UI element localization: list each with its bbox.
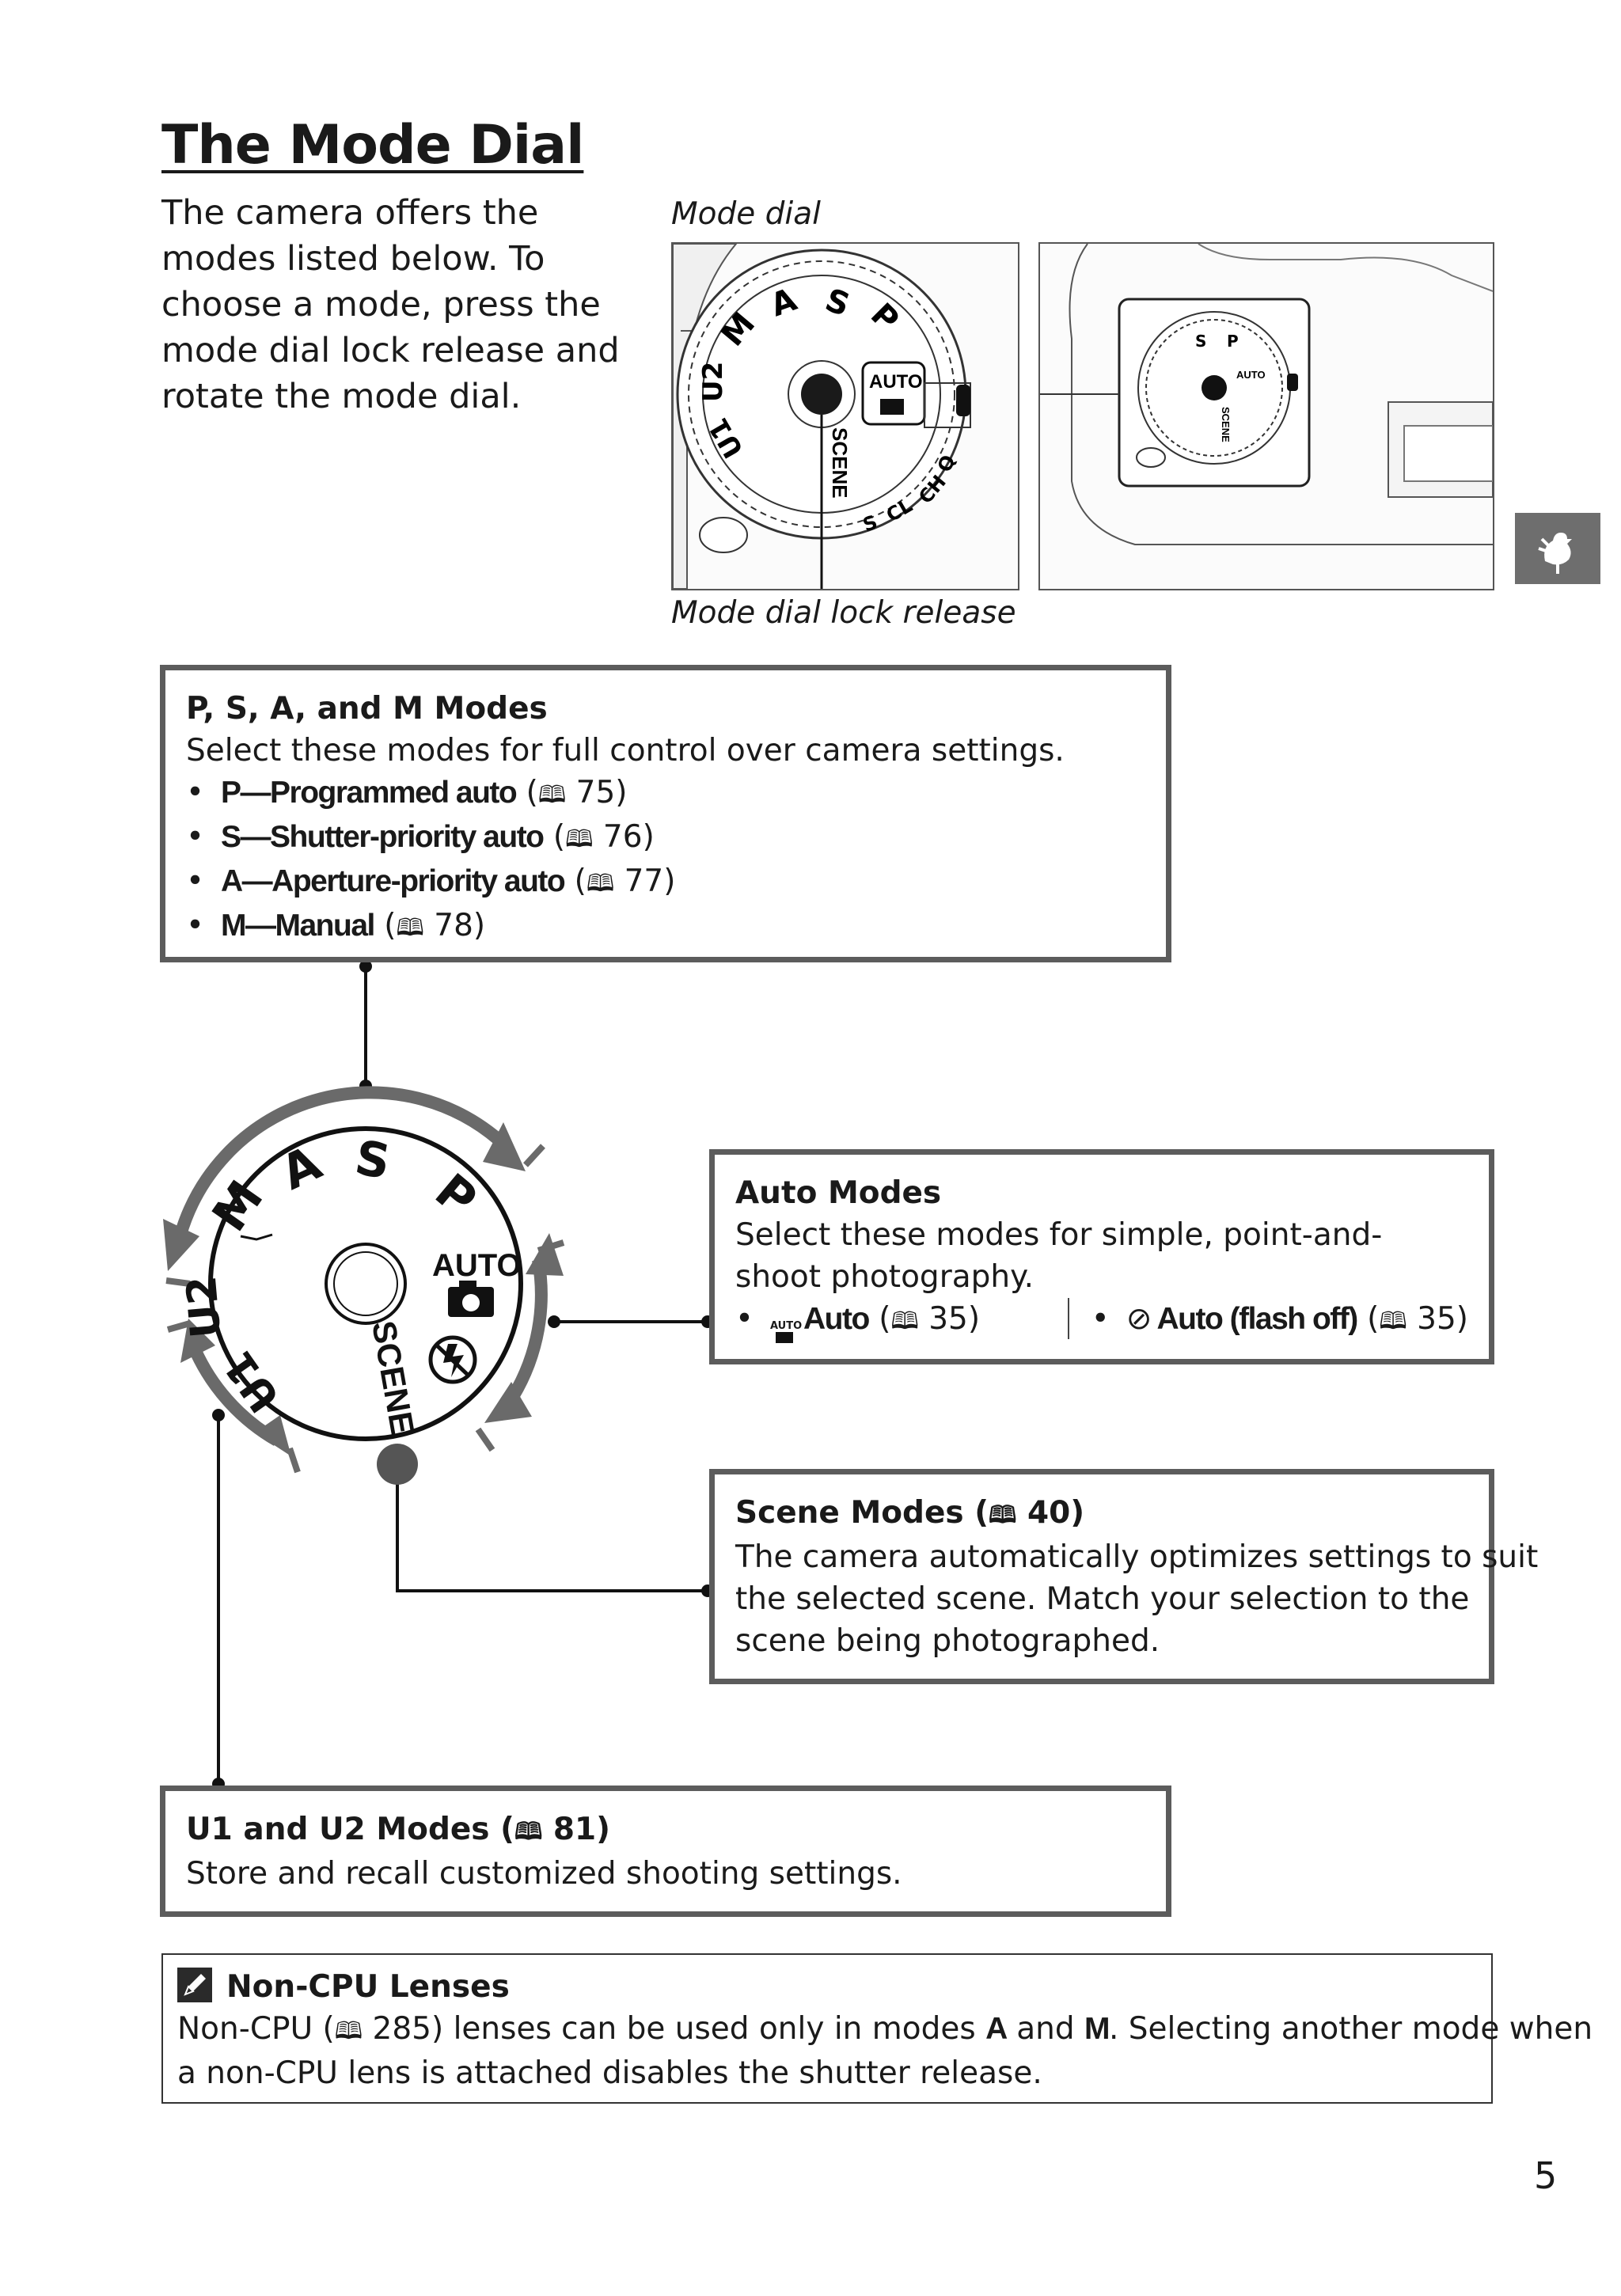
book-icon: 🕮 <box>989 1501 1017 1529</box>
auto-heading: Auto Modes <box>735 1175 942 1211</box>
dial-photo-auto: AUTO <box>1236 369 1266 381</box>
list-item: • A—Aperture-priority auto (🕮 77) <box>186 863 676 899</box>
page-title: The Mode Dial <box>161 114 584 176</box>
user-modes-heading: U1 and U2 Modes (🕮 81) <box>186 1812 610 1847</box>
camera-top-photo: S P AUTO SCENE <box>1038 242 1494 590</box>
dial-letter-u2: U2 <box>178 1274 231 1340</box>
flash-off-icon: ⊘ <box>1126 1301 1152 1337</box>
book-icon: 🕮 <box>334 2017 363 2045</box>
list-item: • AUTO Auto (🕮 35) <box>735 1298 1068 1346</box>
list-item: • M—Manual (🕮 78) <box>186 908 486 943</box>
book-icon: 🕮 <box>565 825 594 853</box>
rooster-icon <box>1538 533 1572 574</box>
book-icon: 🕮 <box>514 1818 543 1846</box>
psam-modes-box: P, S, A, and M Modes Select these modes … <box>160 665 1171 962</box>
scene-description: the selected scene. Match your selection… <box>735 1581 1470 1617</box>
book-icon: 🕮 <box>586 870 615 898</box>
dial-auto-label: AUTO <box>432 1248 522 1283</box>
dial-photo-auto: AUTO <box>869 371 923 393</box>
list-item: • ⊘ Auto (flash off) (🕮 35) <box>1091 1298 1468 1346</box>
dial-photo-letter: SCENE <box>1220 407 1232 442</box>
book-icon: 🕮 <box>1379 1307 1407 1335</box>
note-text-line2: a non-CPU lens is attached disables the … <box>177 2055 1042 2091</box>
scene-modes-box: Scene Modes (🕮 40) The camera automatica… <box>709 1469 1539 1684</box>
auto-modes-box: Auto Modes Select these modes for simple… <box>709 1149 1494 1364</box>
list-item: • S—Shutter-priority auto (🕮 76) <box>186 819 655 855</box>
dial-photo-letter: U2 <box>697 362 729 402</box>
caption-lock-release: Mode dial lock release <box>671 595 1016 631</box>
auto-icon: AUTO <box>770 1321 802 1346</box>
psam-description: Select these modes for full control over… <box>186 733 1065 768</box>
mode-dial-photo: S A M U2 U1 P SCENE AUTO S CL CH Q <box>671 242 1019 590</box>
note-text: Non-CPU (🕮 285) lenses can be used only … <box>177 2011 1593 2047</box>
psam-heading: P, S, A, and M Modes <box>186 691 548 727</box>
pencil-note-icon <box>177 1968 212 2002</box>
intro-text: The camera offers the modes listed below… <box>161 193 620 416</box>
list-item: • P—Programmed auto (🕮 75) <box>186 775 628 810</box>
book-icon: 🕮 <box>537 781 567 809</box>
scene-description: The camera automatically optimizes setti… <box>735 1539 1539 1575</box>
scene-description: scene being photographed. <box>735 1623 1160 1659</box>
book-icon: 🕮 <box>396 914 424 942</box>
page-number: 5 <box>1534 2154 1558 2197</box>
user-modes-description: Store and recall customized shooting set… <box>186 1856 902 1892</box>
user-modes-box: U1 and U2 Modes (🕮 81) Store and recall … <box>160 1786 1171 1917</box>
scene-heading: Scene Modes (🕮 40) <box>735 1495 1085 1531</box>
book-icon: 🕮 <box>890 1307 919 1335</box>
non-cpu-note: Non-CPU Lenses Non-CPU (🕮 285) lenses ca… <box>161 1953 1593 2104</box>
dial-photo-letter: SCENE <box>828 427 852 499</box>
chapter-tab[interactable] <box>1515 513 1600 584</box>
dial-photo-letter: S <box>1195 332 1206 351</box>
auto-description: Select these modes for simple, point-and… <box>735 1217 1383 1295</box>
note-heading: Non-CPU Lenses <box>177 1966 1477 2008</box>
dial-photo-letter: P <box>1227 332 1239 351</box>
caption-mode-dial: Mode dial <box>671 196 821 232</box>
